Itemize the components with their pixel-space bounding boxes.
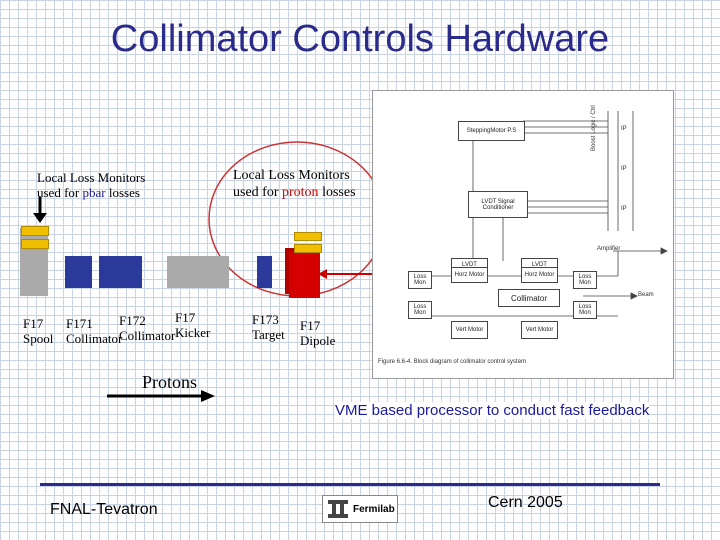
label-dipole-line2: Dipole bbox=[300, 333, 336, 348]
footer-right: Cern 2005 bbox=[488, 494, 563, 511]
right-monitor-line1: Local Loss Monitors bbox=[233, 168, 350, 183]
right-monitor-label: Local Loss Monitors used for proton loss… bbox=[233, 167, 356, 201]
diagram-loss-3: Loss Mon bbox=[573, 271, 597, 289]
diagram-vert-motor-2: Vert Motor bbox=[521, 321, 558, 339]
left-monitor-label: Local Loss Monitors used for pbar losses bbox=[37, 170, 145, 200]
footer-divider bbox=[40, 483, 660, 486]
target-block bbox=[257, 256, 272, 288]
right-monitor-line2: used for proton losses bbox=[233, 184, 356, 201]
label-target-line1: F173 bbox=[252, 312, 279, 327]
fermilab-logo: Fermilab bbox=[322, 495, 398, 523]
label-f171: F171 Collimator bbox=[66, 316, 122, 346]
collimator-f171-block bbox=[65, 256, 92, 288]
down-arrow-icon bbox=[33, 197, 47, 223]
diagram-loss-1: Loss Mon bbox=[408, 271, 432, 289]
fermilab-logo-text: Fermilab bbox=[353, 503, 395, 515]
block-diagram: SteppingMotor P.S LVDT Signal Conditione… bbox=[372, 90, 674, 379]
protons-label: Protons bbox=[142, 372, 198, 392]
diagram-beam: Beam bbox=[638, 292, 654, 298]
label-target: F173 Target bbox=[252, 312, 285, 342]
label-f172-line2: Collimator bbox=[119, 328, 176, 343]
diagram-lvdt: LVDT Signal Conditioner bbox=[468, 191, 528, 218]
label-spool-line1: F17 bbox=[23, 316, 44, 331]
diagram-loss-4: Loss Mon bbox=[573, 301, 597, 319]
dipole-block bbox=[289, 252, 320, 298]
label-f172: F172 Collimator bbox=[119, 313, 175, 343]
label-dipole: F17 Dipole bbox=[300, 318, 335, 348]
right-monitor-highlight: proton bbox=[282, 185, 319, 200]
collimator-f172-block bbox=[99, 256, 142, 288]
monitor-yellow-left-top bbox=[21, 226, 49, 236]
fermilab-logo-icon bbox=[328, 500, 348, 518]
label-f171-line1: F171 bbox=[66, 316, 93, 331]
label-spool: F17 Spool bbox=[23, 316, 53, 346]
diagram-vert-motor-1: Vert Motor bbox=[451, 321, 488, 339]
left-monitor-highlight: pbar bbox=[82, 185, 106, 200]
diagram-caption: Figure 6.6-4. Block diagram of collimato… bbox=[378, 359, 527, 365]
label-f172-line1: F172 bbox=[119, 313, 146, 328]
left-monitor-line1: Local Loss Monitors bbox=[37, 170, 146, 185]
right-arrow-icon bbox=[107, 390, 215, 402]
diagram-side-label: Boost Logic / Ctrl bbox=[591, 105, 597, 151]
diagram-ip-2: IP bbox=[621, 166, 627, 172]
right-monitor-suffix: losses bbox=[318, 185, 356, 200]
monitor-yellow-right-top bbox=[294, 232, 322, 241]
diagram-stepping-motor: SteppingMotor P.S bbox=[458, 121, 525, 141]
kicker-block bbox=[167, 256, 229, 288]
diagram-horz-motor-2: Horz Motor bbox=[521, 267, 558, 283]
right-monitor-prefix: used for bbox=[233, 185, 282, 200]
label-kicker: F17 Kicker bbox=[175, 310, 210, 340]
page-title: Collimator Controls Hardware bbox=[110, 18, 610, 60]
label-f171-line2: Collimator bbox=[66, 331, 123, 346]
label-target-line2: Target bbox=[252, 327, 285, 342]
diagram-collimator: Collimator bbox=[498, 289, 560, 307]
monitor-yellow-left-bottom bbox=[21, 239, 49, 249]
monitor-yellow-right-bottom bbox=[294, 244, 322, 253]
vme-caption: VME based processor to conduct fast feed… bbox=[335, 402, 650, 419]
diagram-amplifier: Amplifier bbox=[597, 246, 621, 252]
left-monitor-suffix: losses bbox=[105, 185, 140, 200]
left-monitor-line2: used for pbar losses bbox=[37, 185, 145, 200]
label-kicker-line1: F17 bbox=[175, 310, 196, 325]
diagram-horz-motor-1: Horz Motor bbox=[451, 267, 488, 283]
label-spool-line2: Spool bbox=[23, 331, 54, 346]
label-kicker-line2: Kicker bbox=[175, 325, 211, 340]
diagram-ip-1: IP bbox=[621, 126, 627, 132]
left-monitor-prefix: used for bbox=[37, 185, 83, 200]
footer-left: FNAL-Tevatron bbox=[50, 501, 158, 518]
diagram-loss-2: Loss Mon bbox=[408, 301, 432, 319]
diagram-ip-3: IP bbox=[621, 206, 627, 212]
label-dipole-line1: F17 bbox=[300, 318, 321, 333]
